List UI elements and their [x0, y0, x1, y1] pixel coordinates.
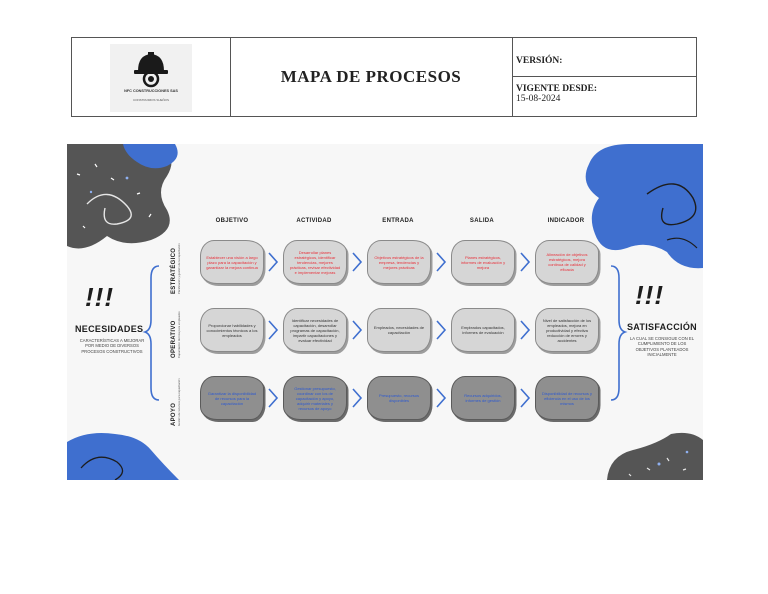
chevron-right-icon [352, 252, 363, 272]
hard-hat-icon [134, 52, 168, 88]
version-label: VERSIÓN: [516, 56, 563, 66]
cell-apoyo-actividad: Gestionar presupuesto, coordinar con los… [283, 376, 347, 420]
satisfaction-title: SATISFACCIÓN [627, 322, 697, 332]
document-title: MAPA DE PROCESOS [280, 67, 462, 86]
chevron-right-icon [352, 388, 363, 408]
chevron-right-icon [436, 252, 447, 272]
company-name: NFC CONSTRUCCIONES SAS [124, 89, 178, 93]
needs-title: NECESIDADES [75, 324, 144, 334]
column-header-salida: SALIDA [469, 218, 495, 224]
cell-estrategico-objetivo: Establecer una visión a largo plazo para… [200, 240, 264, 284]
cell-estrategico-actividad: Desarrollar planes estratégicos, identif… [283, 240, 347, 284]
chevron-right-icon [268, 320, 279, 340]
needs-exclamation: !!! [85, 282, 114, 312]
column-header-entrada: ENTRADA [382, 218, 414, 224]
decorative-shapes [67, 144, 703, 480]
company-logo: NFC CONSTRUCCIONES SAS CONSTRUIMOS SUEÑO… [110, 44, 192, 112]
cell-operativo-entrada: Empleados, necesidades de capacitación [367, 308, 431, 352]
needs-text: CARACTERÍSTICAS A MEJORAR POR MEDIO DE D… [79, 338, 145, 354]
company-tagline: CONSTRUIMOS SUEÑOS [132, 98, 169, 102]
chevron-right-icon [268, 388, 279, 408]
valid-from-label: VIGENTE DESDE: [516, 84, 598, 94]
chevron-right-icon [352, 320, 363, 340]
meta-cell: VERSIÓN: VIGENTE DESDE: 15-08-2024 [512, 38, 696, 116]
cell-apoyo-objetivo: Garantizar la disponibilidad de recursos… [200, 376, 264, 420]
satisfaction-exclamation: !!! [635, 280, 664, 310]
document-header: NFC CONSTRUCCIONES SAS CONSTRUIMOS SUEÑO… [71, 37, 697, 117]
column-header-indicador: INDICADOR [547, 218, 585, 224]
cell-operativo-objetivo: Proporcionar habilidades y conocimientos… [200, 308, 264, 352]
cell-operativo-salida: Empleados capacitados, informes de evalu… [451, 308, 515, 352]
cell-operativo-indicador: Nivel de satisfacción de los empleados, … [535, 308, 599, 352]
cell-estrategico-indicador: Alineación de objetivos estratégicos, me… [535, 240, 599, 284]
title-cell: MAPA DE PROCESOS [230, 38, 513, 116]
valid-from-date: 15-08-2024 [516, 94, 561, 104]
chevron-right-icon [520, 252, 531, 272]
version-row: VERSIÓN: [512, 38, 696, 77]
chevron-right-icon [436, 320, 447, 340]
cell-apoyo-entrada: Presupuesto, recursos disponibles [367, 376, 431, 420]
cell-apoyo-salida: Recursos adquiridos, informes de gestión [451, 376, 515, 420]
chevron-right-icon [268, 252, 279, 272]
row-label-estrategico: ESTRATÉGICO Planificación y gestión de l… [171, 243, 181, 294]
row-label-apoyo: APOYO Gestión de recursos para capacitac… [171, 378, 181, 426]
chevron-right-icon [520, 388, 531, 408]
logo-cell: NFC CONSTRUCCIONES SAS CONSTRUIMOS SUEÑO… [72, 38, 231, 116]
cell-estrategico-salida: Planes estratégicos, informes de evaluac… [451, 240, 515, 284]
cell-operativo-actividad: Identificar necesidades de capacitación,… [283, 308, 347, 352]
column-header-objetivo: OBJETIVO [215, 218, 249, 224]
column-header-actividad: ACTIVIDAD [296, 218, 332, 224]
valid-from-row: VIGENTE DESDE: 15-08-2024 [512, 77, 696, 116]
satisfaction-text: LA CUAL SE CONSIGUE CON EL CUMPLIMIENTO … [629, 336, 695, 358]
chevron-right-icon [436, 388, 447, 408]
cell-estrategico-entrada: Objetivos estratégicos de la empresa, te… [367, 240, 431, 284]
chevron-right-icon [520, 320, 531, 340]
cell-apoyo-indicador: Disponibilidad de recursos y eficiencia … [535, 376, 599, 420]
process-map: OBJETIVO ACTIVIDAD ENTRADA SALIDA INDICA… [67, 144, 703, 480]
row-label-operativo: OPERATIVO Capacitación técnica para empl… [171, 311, 181, 358]
